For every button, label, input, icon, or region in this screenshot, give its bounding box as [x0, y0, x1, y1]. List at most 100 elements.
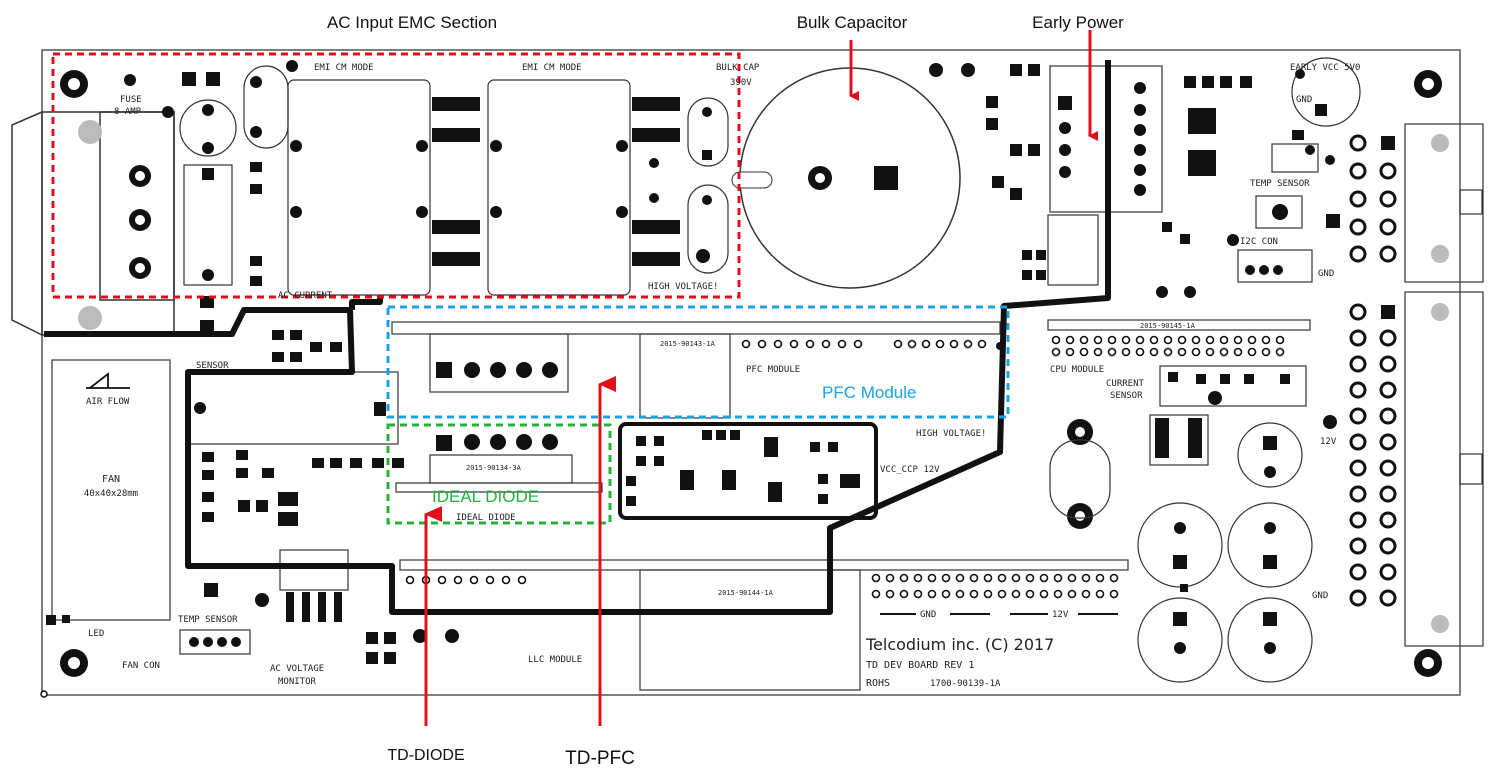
connector-pin: [1349, 355, 1367, 373]
silk-sensor: SENSOR: [196, 361, 229, 371]
header-pin: [1205, 347, 1215, 357]
header-pin: [1135, 347, 1145, 357]
silk-vcc-ccp: VCC_CCP 12V: [880, 465, 940, 475]
header-pin: [1163, 347, 1173, 357]
silk-current-sensor-2: SENSOR: [1110, 391, 1143, 401]
silk-ac-voltage-1: AC VOLTAGE: [270, 664, 324, 674]
silk-cpu-module: CPU MODULE: [1050, 365, 1104, 375]
silk-emi-cm-mode-1: EMI CM MODE: [314, 63, 374, 73]
header-pin: [437, 575, 447, 585]
header-pin: [1121, 347, 1131, 357]
header-pin: [935, 339, 945, 349]
header-pin: [893, 339, 903, 349]
silk-high-voltage-2: HIGH VOLTAGE!: [916, 429, 986, 439]
connector-pin: [1379, 537, 1397, 555]
silk-bulk-cap-1: BULK CAP: [716, 63, 760, 73]
silk-12v-bottom: 12V: [1052, 610, 1069, 620]
header-pin: [969, 589, 979, 599]
silk-pn-diode: 2015-90134-3A: [466, 464, 522, 472]
header-pin: [955, 589, 965, 599]
header-pin: [899, 589, 909, 599]
header-pin: [1095, 589, 1105, 599]
connector-pin: [1379, 433, 1397, 451]
header-pin: [1011, 573, 1021, 583]
header-pin: [1121, 335, 1131, 345]
connector-pin: [1349, 589, 1367, 607]
header-pin: [955, 573, 965, 583]
silk-early-vcc: EARLY VCC 5V0: [1290, 63, 1360, 73]
header-pin: [1163, 335, 1173, 345]
header-pin: [913, 589, 923, 599]
header-pin: [1025, 573, 1035, 583]
isolation-trace-upper: [349, 298, 383, 310]
silk-bulk-cap-2: 390V: [730, 78, 752, 88]
header-pin: [1107, 335, 1117, 345]
header-pin: [969, 573, 979, 583]
connector-pin: [1349, 563, 1367, 581]
connector-pin: [1379, 162, 1397, 180]
header-pin: [821, 339, 831, 349]
silk-pn-llc: 2015-90144-1A: [718, 589, 774, 597]
misc-vias: [996, 342, 1004, 350]
header-pin: [1219, 347, 1229, 357]
right-connectors: [1404, 123, 1484, 647]
header-pin: [741, 339, 751, 349]
silk-emi-cm-mode-2: EMI CM MODE: [522, 63, 582, 73]
connector-pin: [1379, 218, 1397, 236]
silk-current-sensor-1: CURRENT: [1106, 379, 1145, 389]
silk-gnd-top: GND: [1296, 95, 1312, 105]
silk-gnd-right: GND: [1318, 269, 1334, 279]
header-pin: [885, 573, 895, 583]
header-pin: [1109, 589, 1119, 599]
header-pin: [983, 589, 993, 599]
silk-telcodium: Telcodium inc. (C) 2017: [865, 635, 1054, 654]
header-pin: [1219, 335, 1229, 345]
header-pin: [871, 573, 881, 583]
header-pin: [1247, 335, 1257, 345]
header-pin: [977, 339, 987, 349]
header-pin: [1011, 589, 1021, 599]
header-pin: [485, 575, 495, 585]
connector-pin: [1349, 303, 1367, 321]
silk-fan-con: FAN CON: [122, 661, 160, 671]
connector-pin: [1349, 485, 1367, 503]
header-pin: [1053, 589, 1063, 599]
header-pin: [1191, 347, 1201, 357]
header-pin: [913, 573, 923, 583]
silk-llc-module: LLC MODULE: [528, 655, 582, 665]
header-pin: [1177, 335, 1187, 345]
header-pin: [1149, 335, 1159, 345]
header-pin: [997, 573, 1007, 583]
annotation-ac-input-emc: AC Input EMC Section: [327, 13, 497, 32]
header-pin: [1093, 347, 1103, 357]
annotation-bulk-capacitor: Bulk Capacitor: [797, 13, 908, 32]
connector-pin: [1349, 245, 1367, 263]
header-pin: [927, 573, 937, 583]
connector-pin: [1349, 190, 1367, 208]
header-pin: [757, 339, 767, 349]
module-components: [51, 319, 1313, 691]
header-pin: [1275, 347, 1285, 357]
header-pin: [963, 339, 973, 349]
connector-pin: [1349, 381, 1367, 399]
connector-pin: [1379, 245, 1397, 263]
silk-pn-board: 1700-90139-1A: [930, 679, 1001, 689]
header-pin: [1107, 347, 1117, 357]
silk-pn-cpu: 2015-90145-1A: [1140, 322, 1196, 330]
header-pin: [997, 589, 1007, 599]
silk-air-flow: AIR FLOW: [86, 397, 130, 407]
header-pin: [927, 589, 937, 599]
connector-pin: [1349, 459, 1367, 477]
annotation-td-pfc: TD-PFC: [565, 748, 635, 769]
header-pin: [517, 575, 527, 585]
silk-rohs: ROHS: [866, 678, 890, 689]
header-pin: [1135, 335, 1145, 345]
isolation-trace-black: [44, 60, 1111, 615]
ideal-diode-box: [386, 423, 612, 525]
header-pin: [1275, 335, 1285, 345]
connector-pin: [1379, 329, 1397, 347]
airflow-icon: [86, 372, 130, 389]
header-pin: [1149, 347, 1159, 357]
silk-i2c-con: I2C CON: [1240, 237, 1278, 247]
silk-fan-1: FAN: [102, 474, 120, 485]
